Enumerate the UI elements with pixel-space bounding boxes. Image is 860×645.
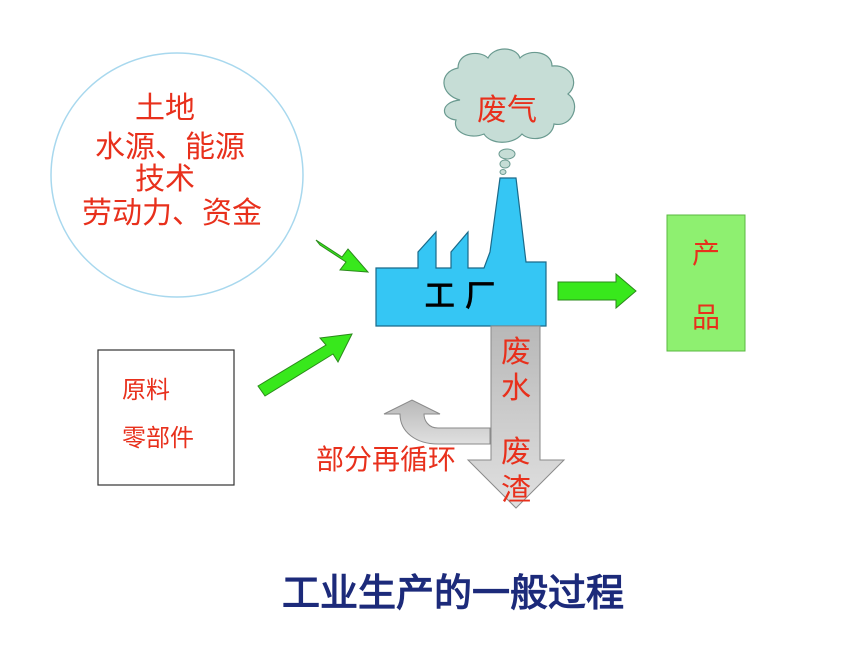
recycle-arrow — [383, 399, 491, 445]
materials-line-2: 零部件 — [122, 424, 194, 452]
resources-line-4: 劳动力、资金 — [82, 196, 262, 231]
factory-label: 工 厂 — [425, 279, 495, 314]
exhaust-label: 废气 — [477, 93, 537, 128]
resources-group: 土地 水源、能源 技术 劳动力、资金 — [50, 52, 304, 298]
resources-line-2: 水源、能源 — [95, 130, 245, 165]
materials-line-1: 原料 — [122, 376, 170, 404]
factory-building — [375, 177, 547, 327]
resources-line-1: 土地 — [135, 91, 195, 126]
materials-group: 原料 零部件 — [97, 349, 235, 486]
resources-circle — [50, 52, 304, 298]
waste-char-2: 水 — [501, 371, 531, 406]
resources-line-3: 技术 — [135, 162, 195, 197]
product-group: 产 品 — [666, 214, 746, 352]
product-char-2: 品 — [692, 301, 720, 334]
factory: 工 厂 — [375, 177, 547, 327]
input-arrow-resources — [315, 239, 370, 273]
waste-arrow: 废 水 废 渣 — [466, 325, 566, 509]
waste-char-1: 废 — [501, 335, 531, 370]
exhaust-cloud: 废气 — [443, 48, 576, 175]
product-char-1: 产 — [692, 237, 720, 270]
input-arrow-materials — [257, 333, 353, 397]
product-box — [666, 214, 746, 352]
output-arrow — [557, 272, 637, 310]
diagram-title: 工业生产的一般过程 — [282, 571, 624, 615]
materials-box — [97, 349, 235, 486]
cloud-shape — [443, 48, 576, 143]
waste-char-3: 废 — [501, 435, 531, 470]
recycle-label: 部分再循环 — [316, 443, 456, 476]
waste-char-4: 渣 — [501, 473, 531, 508]
